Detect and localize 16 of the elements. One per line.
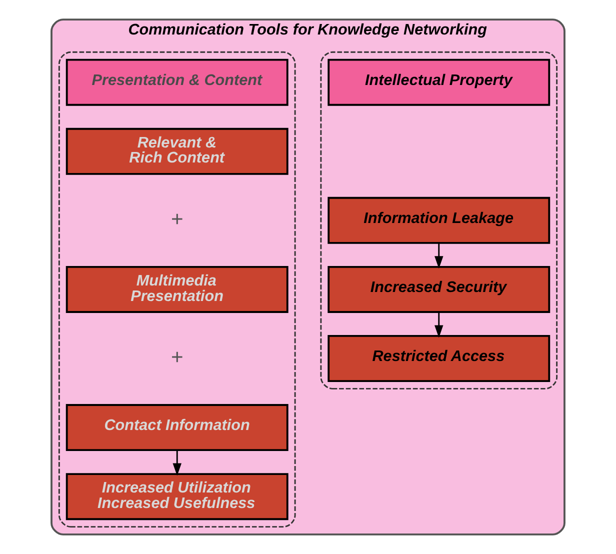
node-box: Increased Utilization Increased Usefulness [66,473,288,520]
node-box: Contact Information [66,404,288,452]
cluster [58,51,296,528]
arrow [172,450,182,476]
node-box: Information Leakage [328,196,550,244]
cluster [320,51,558,390]
node-box: Intellectual Property [328,58,550,106]
node-box: Relevant & Rich Content [66,128,288,175]
label: + [170,346,184,369]
node-box: Presentation & Content [66,58,288,106]
arrow [434,312,444,338]
label: + [170,208,184,231]
node-box: Increased Security [328,266,550,313]
node-box: Multimedia Presentation [66,266,288,313]
arrow [434,243,444,269]
node-box: Restricted Access [328,335,550,382]
